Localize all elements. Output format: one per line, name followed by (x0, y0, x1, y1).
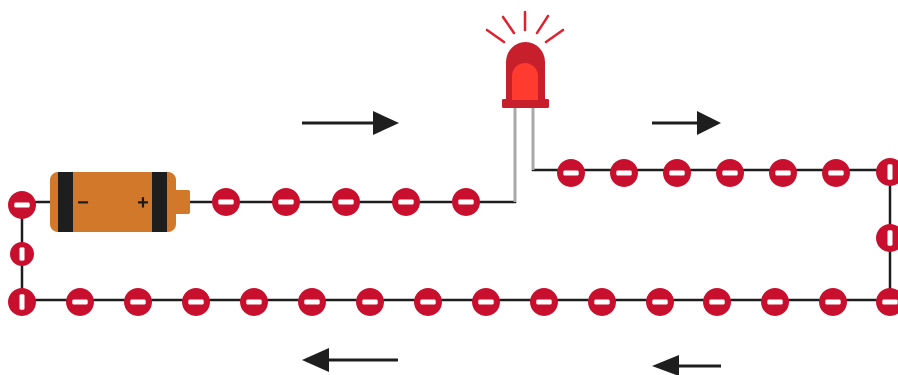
light-ray (544, 28, 565, 44)
arrow-icon (302, 348, 398, 372)
led (485, 10, 565, 202)
electron-minus-icon (610, 159, 638, 187)
led-light-rays (485, 10, 565, 44)
electron-minus-icon (212, 188, 240, 216)
battery-positive-label: + (137, 192, 149, 214)
electron-minus-icon (124, 288, 152, 316)
electron-minus-icon (769, 159, 797, 187)
arrow-icon (652, 355, 721, 375)
electron-minus-icon (703, 288, 731, 316)
arrow-icon (302, 111, 399, 135)
electron-minus-icon (240, 288, 268, 316)
electron-minus-icon (822, 159, 850, 187)
electron-minus-icon (10, 242, 34, 266)
light-ray (501, 15, 516, 35)
electron-minus-icon (8, 191, 36, 219)
battery-body (50, 172, 176, 232)
electron-minus-icon (8, 288, 36, 316)
battery-negative-label: − (77, 192, 89, 214)
light-ray (535, 14, 550, 35)
electron-minus-icon (876, 224, 898, 252)
electron-minus-icon (182, 288, 210, 316)
electron-minus-icon (876, 158, 898, 186)
electron-minus-icon (298, 288, 326, 316)
electron-minus-icon (588, 288, 616, 316)
electron-minus-icon (663, 159, 691, 187)
electron-minus-icon (332, 188, 360, 216)
electron-minus-icon (392, 188, 420, 216)
arrow-icon (652, 111, 721, 135)
electron-minus-icon (530, 288, 558, 316)
light-ray (485, 28, 506, 44)
electron-minus-icon (452, 188, 480, 216)
electrons (8, 158, 898, 316)
electron-minus-icon (66, 288, 94, 316)
wire-led-to-right (531, 168, 892, 300)
battery-terminal-cap (174, 190, 190, 214)
electron-minus-icon (356, 288, 384, 316)
electron-minus-icon (646, 288, 674, 316)
electron-minus-icon (716, 159, 744, 187)
electron-minus-icon (472, 288, 500, 316)
led-glow (512, 63, 538, 100)
led-base-rim (502, 99, 549, 108)
battery: − + (50, 172, 190, 232)
battery-positive-band (152, 172, 167, 232)
electron-minus-icon (414, 288, 442, 316)
current-direction-arrows (302, 111, 721, 375)
electron-minus-icon (272, 188, 300, 216)
electron-minus-icon (876, 288, 898, 316)
electron-minus-icon (819, 288, 847, 316)
electron-minus-icon (557, 159, 585, 187)
battery-negative-band (58, 172, 73, 232)
electron-minus-icon (761, 288, 789, 316)
